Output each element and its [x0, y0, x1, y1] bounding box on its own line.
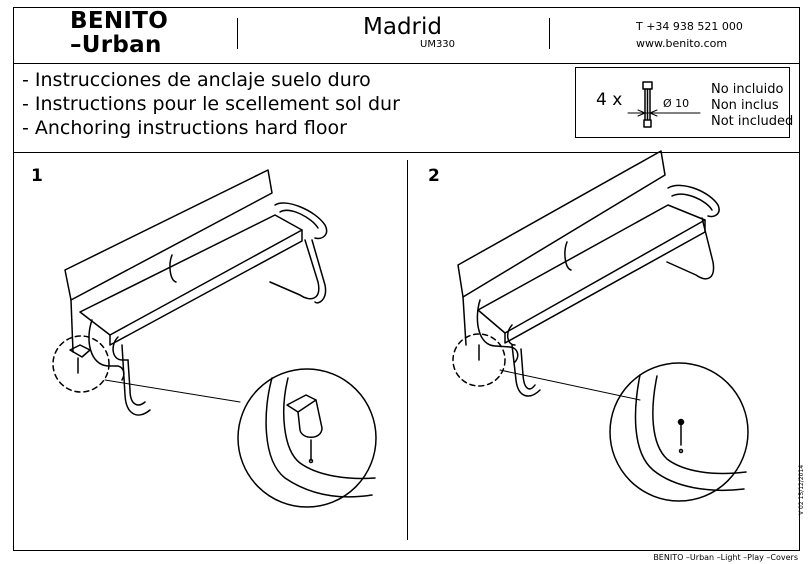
brand-line-2: –Urban	[70, 32, 162, 58]
not-included-fr: Non inclus	[711, 98, 779, 113]
detail-circle-1	[237, 368, 377, 508]
brand-line-1: BENITO	[70, 8, 169, 34]
header-divider	[13, 63, 800, 64]
bolt-diameter: Ø 10	[663, 97, 690, 110]
content-divider	[13, 152, 800, 153]
bench-illustration-1	[52, 169, 328, 416]
anchor-bolt-icon	[627, 81, 701, 128]
bench-illustration-2	[452, 150, 720, 401]
not-included-labels: No incluido Non inclus Not included	[711, 82, 793, 130]
header-separator-left	[237, 18, 238, 49]
not-included-en: Not included	[711, 114, 794, 129]
contact-info: T +34 938 521 000 www.benito.com	[636, 18, 743, 52]
header-separator-right	[549, 18, 550, 49]
instruction-titles: - Instrucciones de anclaje suelo duro - …	[22, 68, 400, 140]
step-number-2: 2	[428, 166, 440, 186]
brand-logo: BENITO –Urban	[70, 9, 168, 57]
panel-separator	[407, 160, 408, 540]
model-name: Madrid	[363, 14, 442, 40]
website: www.benito.com	[636, 37, 728, 50]
phone-number: T +34 938 521 000	[636, 20, 743, 33]
instruction-en: - Anchoring instructions hard floor	[22, 117, 347, 139]
bolt-quantity: 4 x	[596, 90, 623, 110]
instruction-fr: - Instructions pour le scellement sol du…	[22, 93, 400, 115]
model-code: UM330	[420, 39, 456, 50]
step-number-1: 1	[31, 166, 43, 186]
footer-brands: BENITO –Urban –Light –Play –Covers	[653, 553, 798, 562]
not-included-es: No incluido	[711, 82, 784, 97]
detail-circle-2	[609, 362, 749, 502]
page-frame	[13, 7, 800, 551]
instruction-es: - Instrucciones de anclaje suelo duro	[22, 69, 371, 91]
hardware-box	[575, 67, 790, 138]
